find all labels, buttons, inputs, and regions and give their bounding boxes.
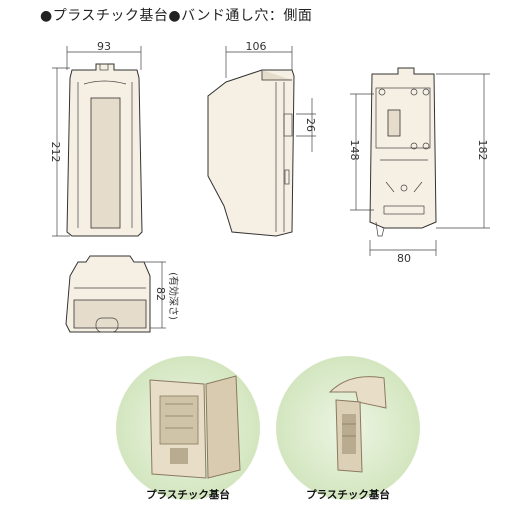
front-view: 93 212 bbox=[49, 40, 143, 237]
bottom-depth-note: (有効深さ) bbox=[167, 272, 180, 320]
side-hole-label: 26 bbox=[304, 118, 317, 132]
base-width-label: 80 bbox=[397, 252, 411, 265]
page-caption: ●プラスチック基台●バンド通し穴：側面 bbox=[40, 8, 313, 24]
base-view: 148 182 80 bbox=[348, 67, 490, 265]
photo-base-side: プラスチック基台 bbox=[276, 356, 420, 501]
front-width-label: 93 bbox=[97, 40, 111, 53]
base-height-label: 148 bbox=[348, 140, 361, 161]
bottom-view: 82 (有効深さ) bbox=[65, 255, 180, 333]
side-view: 106 26 bbox=[207, 40, 317, 237]
bottom-depth-label: 82 bbox=[154, 287, 167, 301]
side-width-label: 106 bbox=[246, 40, 267, 53]
photo-label-2: プラスチック基台 bbox=[306, 488, 390, 501]
front-height-label: 212 bbox=[49, 142, 62, 163]
base-total-height-label: 182 bbox=[476, 140, 489, 161]
photo-label-1: プラスチック基台 bbox=[146, 488, 230, 501]
photo-base-open: プラスチック基台 bbox=[116, 356, 260, 501]
